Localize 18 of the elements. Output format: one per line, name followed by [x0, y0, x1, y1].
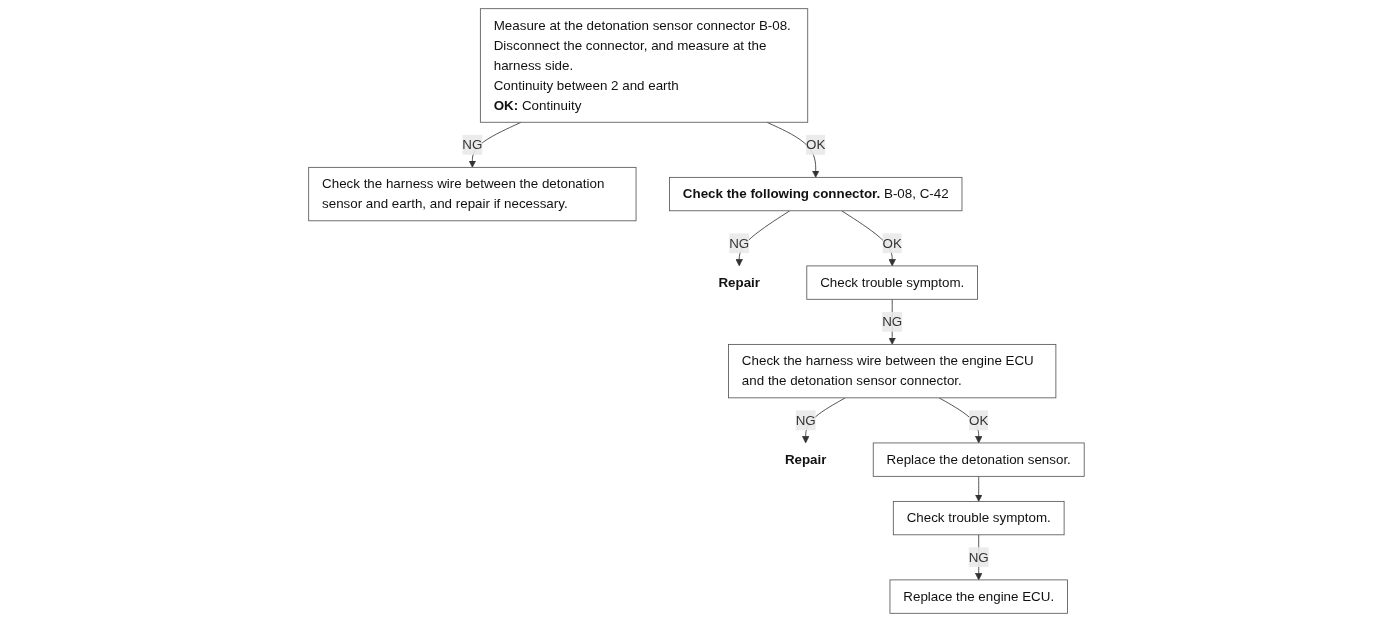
edge-label: OK: [968, 412, 988, 428]
edge-label: OK: [882, 235, 902, 251]
node-text: Repair: [718, 275, 760, 290]
node-box: Replace the detonation sensor.: [872, 442, 1085, 477]
node-box: Check the harness wire between the detonation sensor and earth, and repair if necessary.: [307, 166, 637, 222]
node-box: Replace the engine ECU.: [889, 579, 1068, 614]
node-box: Check the harness wire between the engine ECU and the detonation sensor connector.: [727, 343, 1056, 399]
edge-label: NG: [461, 137, 482, 152]
edge-label: NG: [728, 235, 749, 251]
node-box: Measure at the detonation sensor connector B-08. Disconnect the connector, and measure at the harness side. Continuity between 2 and earth OK: Continuity: [479, 8, 808, 123]
node-box: Check trouble symptom.: [805, 265, 978, 300]
edge-label: NG: [968, 549, 989, 565]
edge-label: NG: [881, 314, 902, 329]
node-box: Check trouble symptom.: [892, 500, 1065, 536]
edge-label: OK: [805, 137, 825, 152]
node-text: Repair: [784, 452, 827, 467]
edge-label: NG: [795, 412, 816, 428]
node-box: Check the following connector. B-08, C-42: [668, 176, 962, 212]
